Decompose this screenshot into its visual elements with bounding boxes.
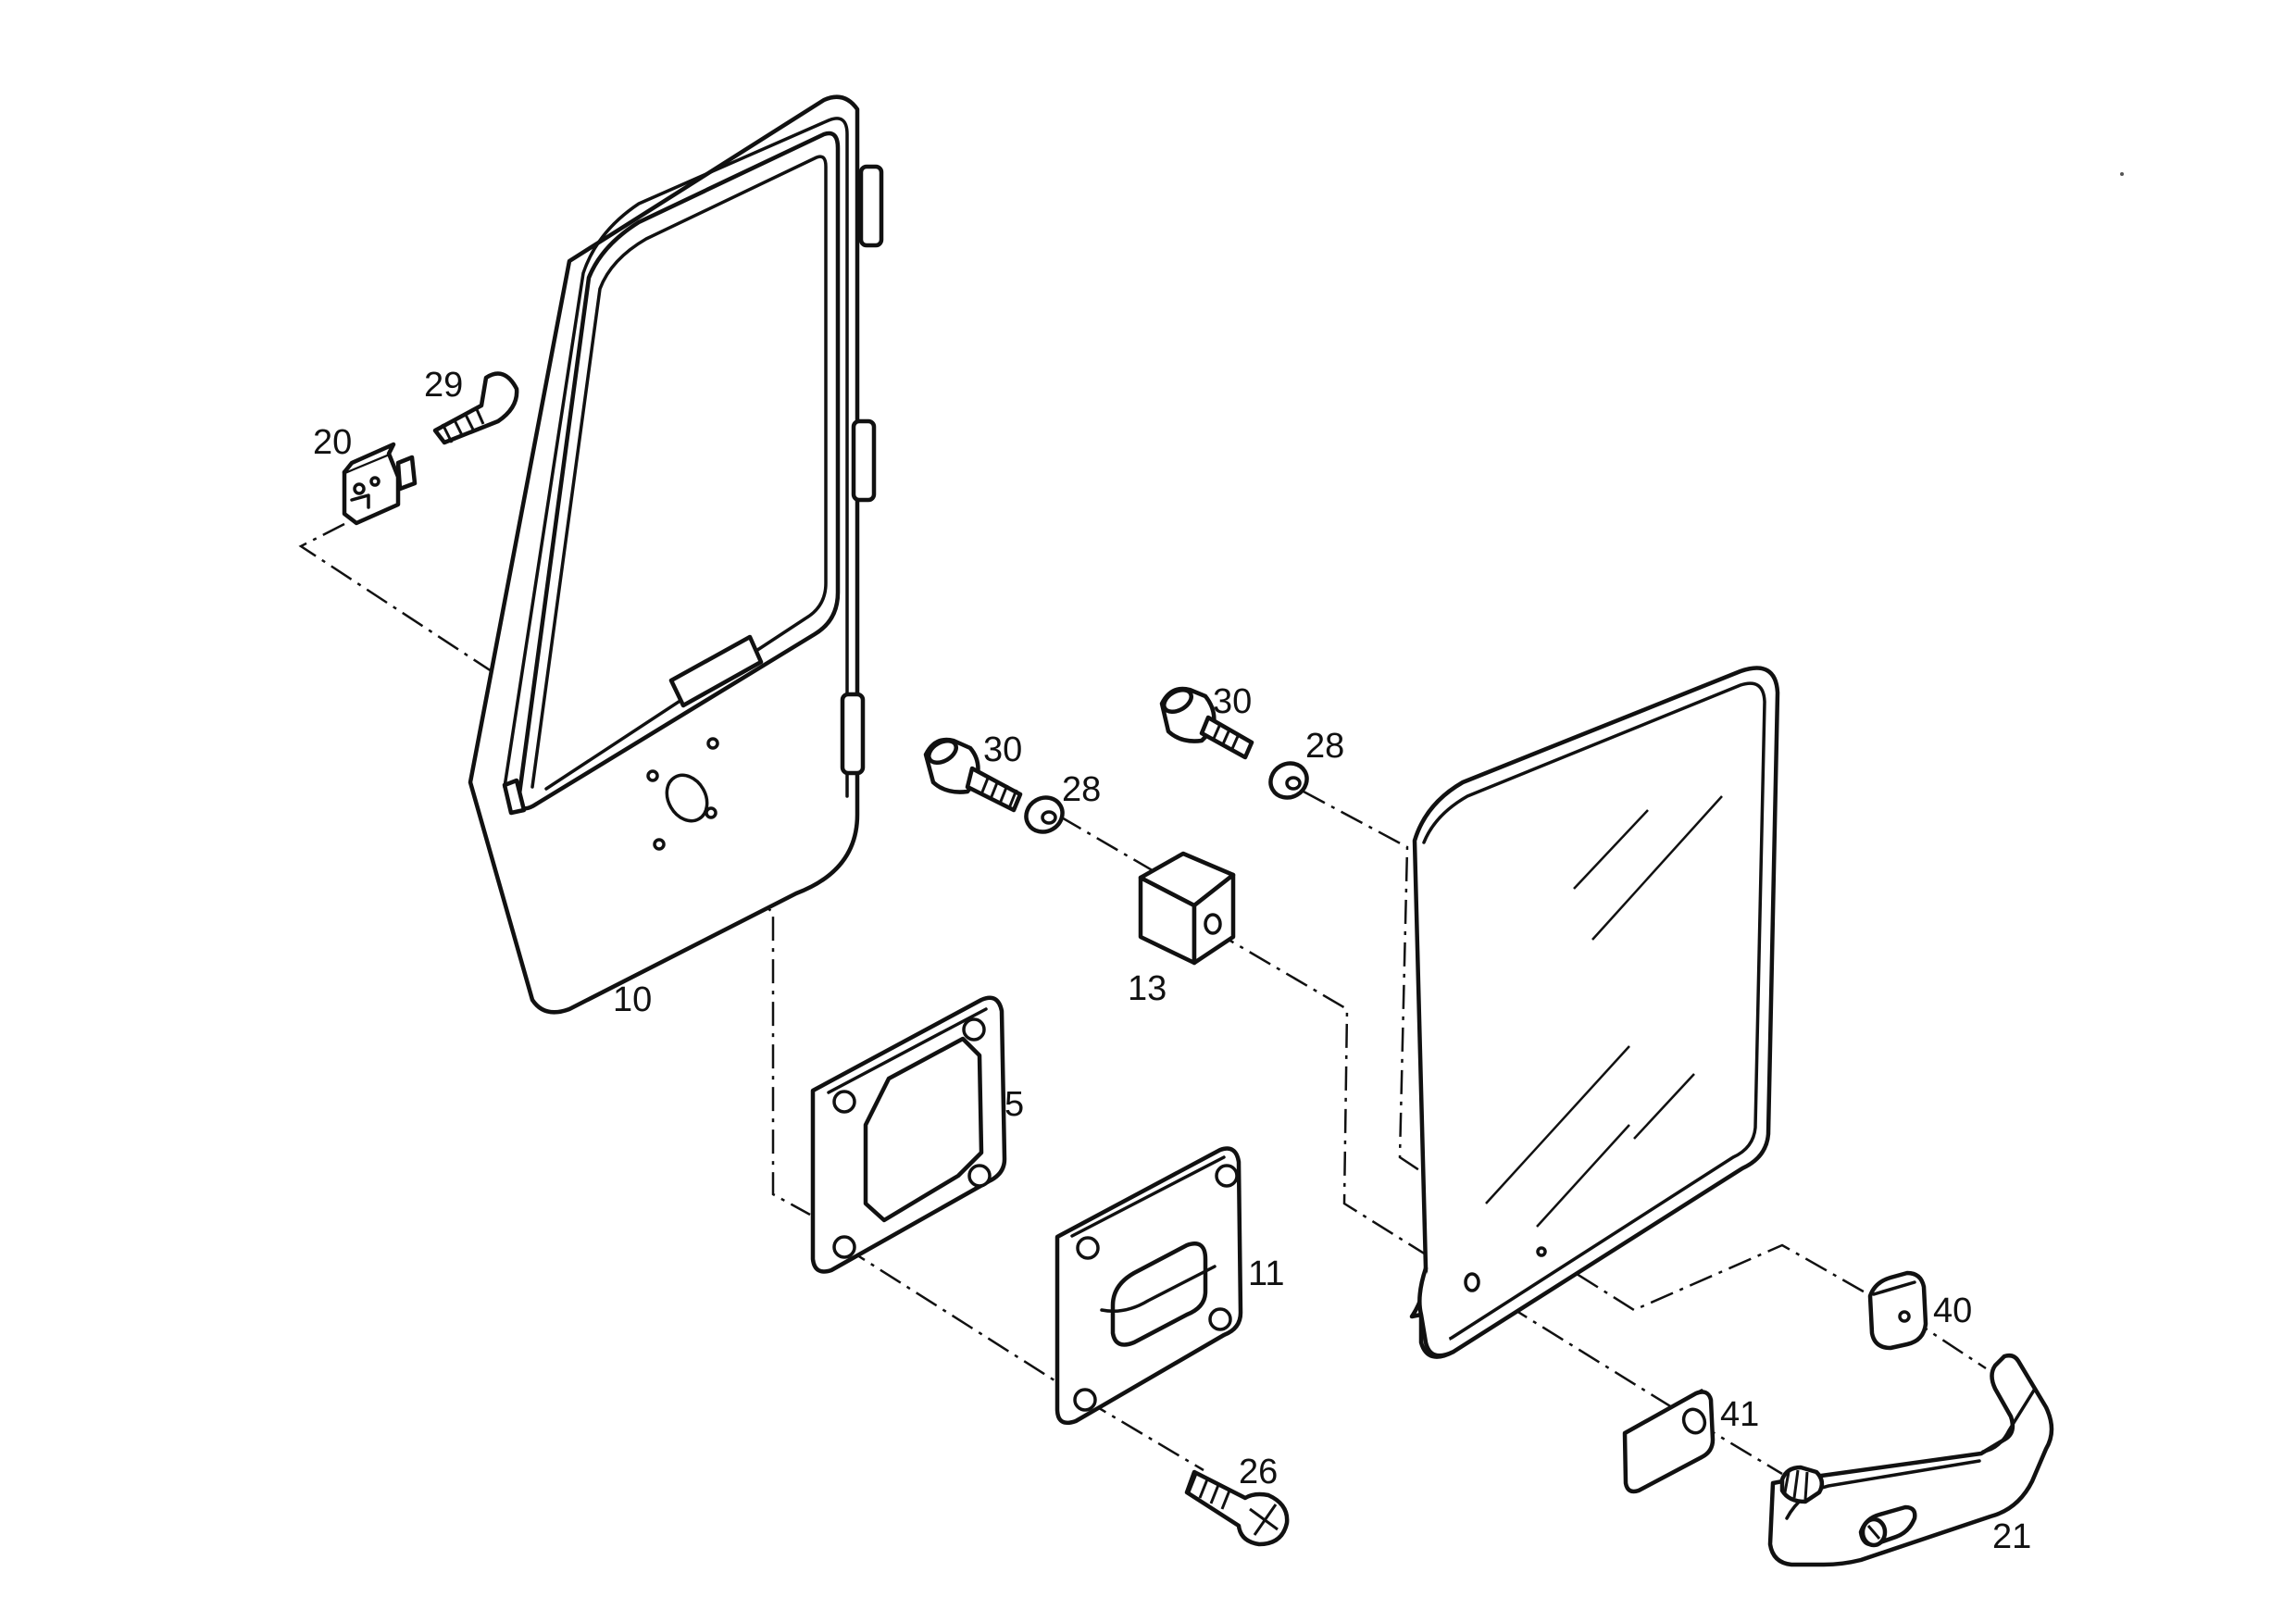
gasket-plate-part-5: [810, 995, 1007, 1274]
callout-40: 40: [1933, 1291, 1972, 1330]
callout-28-left: 28: [1062, 770, 1101, 809]
callout-41: 41: [1720, 1395, 1759, 1434]
latch-block-part-20: [342, 442, 418, 526]
callout-10: 10: [613, 980, 652, 1019]
callout-29: 29: [424, 366, 463, 405]
leader-glass-to-pad40: [1541, 1243, 1908, 1318]
leader-cover-to-screw: [1084, 1398, 1204, 1472]
callout-13: 13: [1128, 969, 1167, 1008]
callout-5: 5: [1004, 1085, 1024, 1124]
cover-plate-part-11: [1054, 1146, 1243, 1426]
callout-21: 21: [1992, 1517, 2031, 1556]
pad-part-40: [1867, 1270, 1928, 1351]
callout-11: 11: [1248, 1254, 1284, 1293]
leader-plate-to-cover: [843, 1245, 1086, 1402]
screw-part-26: [1184, 1469, 1290, 1547]
callout-26: 26: [1239, 1453, 1278, 1491]
angle-bracket-part-13: [1138, 851, 1236, 966]
callout-28-right: 28: [1305, 727, 1344, 766]
pad-part-41: [1622, 1389, 1716, 1494]
cap-screw-part-30-left: [923, 737, 1023, 813]
stray-mark: [2120, 172, 2124, 176]
washer-part-28-left: [1024, 795, 1065, 834]
callout-labels: 5 10 11 13 20 21 26 28 28 29 30 30 40 41: [313, 366, 2031, 1556]
callout-20: 20: [313, 423, 352, 462]
washer-part-28-right: [1268, 761, 1309, 800]
cap-screw-part-30-right: [1159, 686, 1254, 760]
handle-part-21: [1767, 1353, 2054, 1567]
leader-bolt-to-bracket: [1059, 815, 1156, 874]
callout-30-right: 30: [1213, 682, 1252, 721]
door-frame-part-10: [468, 94, 884, 1015]
callout-30-left: 30: [983, 730, 1022, 769]
window-glass: [1409, 666, 1780, 1359]
countersunk-screw-part-29: [432, 371, 519, 445]
